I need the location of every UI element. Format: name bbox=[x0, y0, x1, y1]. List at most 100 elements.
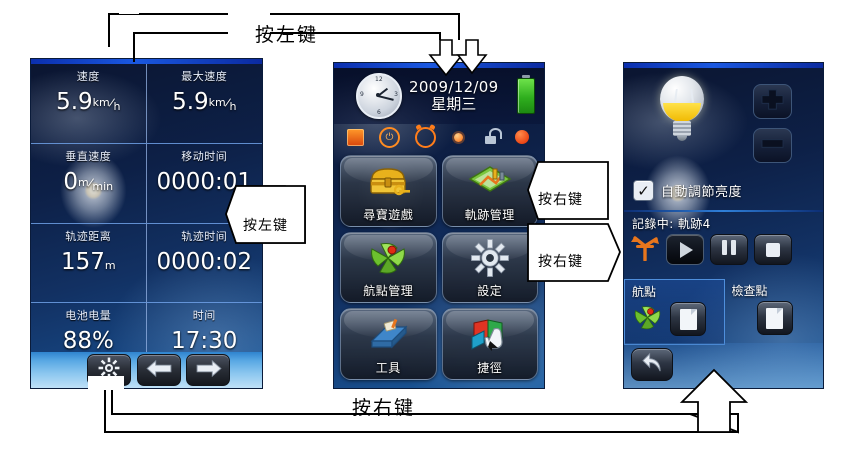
data-cell-time[interactable]: 时间 17:30 bbox=[146, 302, 262, 354]
menu-item-track-manager[interactable]: 軌跡管理 bbox=[441, 155, 538, 227]
unit-fraction: m/min bbox=[77, 176, 114, 194]
unit-fraction: km/h bbox=[92, 95, 121, 113]
menu-item-label: 航點管理 bbox=[363, 284, 414, 299]
checkpoint-panel[interactable]: 檢查點 bbox=[725, 279, 824, 345]
menu-item-tools[interactable]: 工具 bbox=[340, 308, 437, 380]
unit-fraction: km/h bbox=[208, 95, 237, 113]
weekday-text: 星期三 bbox=[431, 95, 477, 113]
cell-value: 5.9 km/h bbox=[56, 89, 121, 115]
menu-item-shortcut[interactable]: 捷徑 bbox=[441, 308, 538, 380]
brightness-decrease-button[interactable] bbox=[753, 128, 792, 163]
alarm-clock-icon bbox=[414, 126, 436, 148]
settings-gear-button[interactable] bbox=[87, 354, 131, 386]
data-cell-track-time[interactable]: 轨迹时间 0000:02 bbox=[146, 222, 262, 302]
data-cell-speed[interactable]: 速度 5.9 km/h bbox=[31, 64, 147, 144]
menu-item-label: 尋寶遊戲 bbox=[363, 207, 414, 222]
cell-value: 0000:02 bbox=[156, 248, 253, 275]
auto-brightness-row[interactable]: ✓ 自動調節亮度 bbox=[633, 180, 742, 201]
gear-icon bbox=[443, 238, 538, 278]
left-device-screen: 速度 5.9 km/h 最大速度 5.9 km/h 垂直速度 bbox=[30, 58, 263, 389]
toolbox-book-icon bbox=[341, 314, 436, 354]
cell-label: 轨迹距离 bbox=[65, 229, 112, 243]
shortcut-hand-icon bbox=[443, 314, 538, 354]
menu-item-treasure-game[interactable]: 尋寶遊戲 bbox=[340, 155, 437, 227]
recording-controls bbox=[630, 234, 823, 265]
waypoint-controls bbox=[631, 302, 706, 336]
arrow-left-icon bbox=[145, 359, 173, 382]
menu-item-waypoint-manager[interactable]: 航點管理 bbox=[340, 231, 437, 304]
document-icon bbox=[766, 307, 783, 329]
plus-icon bbox=[760, 88, 785, 115]
data-cell-battery[interactable]: 电池电量 88% bbox=[31, 302, 147, 354]
signal-icon bbox=[347, 128, 365, 146]
prev-page-button[interactable] bbox=[137, 354, 181, 386]
stop-icon bbox=[766, 242, 780, 257]
cell-label: 轨迹时间 bbox=[181, 229, 228, 243]
track-map-icon bbox=[443, 161, 538, 201]
trip-data-grid: 速度 5.9 km/h 最大速度 5.9 km/h 垂直速度 bbox=[31, 64, 262, 354]
cell-value: 0000:01 bbox=[156, 169, 253, 196]
cell-value: 88% bbox=[62, 328, 114, 354]
document-icon bbox=[679, 308, 697, 330]
recording-section: 記錄中: 軌跡4 bbox=[624, 213, 823, 275]
left-bottom-toolbar bbox=[31, 352, 262, 388]
main-menu-grid: 尋寶遊戲 軌跡管理 bbox=[334, 151, 544, 384]
checkpoint-label: 檢查點 bbox=[731, 284, 768, 298]
next-page-button[interactable] bbox=[186, 354, 230, 386]
date-block: 2009/12/09 星期三 bbox=[409, 77, 499, 114]
cell-label: 速度 bbox=[76, 70, 100, 83]
annotation-label-bottom: 按右键 bbox=[352, 397, 416, 419]
menu-item-label: 工具 bbox=[375, 360, 401, 375]
recording-status-text: 記錄中: 軌跡4 bbox=[632, 217, 711, 231]
record-dot-icon bbox=[514, 129, 531, 146]
screen-top-bar bbox=[624, 63, 823, 68]
gps-power-icon: ⏻ bbox=[378, 126, 400, 148]
menu-item-settings[interactable]: 設定 bbox=[441, 231, 538, 304]
date-text: 2009/12/09 bbox=[409, 77, 499, 96]
waypoint-panel[interactable]: 航點 bbox=[624, 279, 725, 345]
waypoint-label: 航點 bbox=[632, 285, 657, 299]
checkpoint-document-button[interactable] bbox=[756, 301, 793, 335]
checkpoint-controls bbox=[751, 301, 793, 335]
arrow-right-icon bbox=[195, 359, 222, 382]
back-arrow-icon bbox=[641, 352, 664, 377]
waypoint-leaf-icon bbox=[631, 304, 664, 335]
data-cell-vertical-speed[interactable]: 垂直速度 0 m/min bbox=[31, 143, 147, 223]
cell-value: 0 m/min bbox=[63, 169, 114, 196]
cell-label: 最大速度 bbox=[181, 70, 228, 83]
stop-button[interactable] bbox=[754, 234, 792, 265]
menu-item-label: 軌跡管理 bbox=[464, 207, 515, 222]
right-bottom-toolbar bbox=[624, 343, 823, 388]
treasure-chest-icon bbox=[341, 161, 436, 201]
waypoint-document-button[interactable] bbox=[670, 302, 706, 336]
data-cell-moving-time[interactable]: 移动时间 0000:01 bbox=[146, 143, 262, 222]
right-device-screen: ✓ 自動調節亮度 記錄中: 軌跡4 bbox=[623, 62, 824, 389]
light-bulb-icon bbox=[656, 76, 708, 142]
play-icon bbox=[680, 241, 693, 258]
gear-icon bbox=[98, 357, 120, 383]
menu-item-label: 設定 bbox=[477, 284, 503, 299]
data-cell-max-speed[interactable]: 最大速度 5.9 km/h bbox=[147, 64, 263, 143]
brightness-sun-icon bbox=[450, 129, 467, 146]
cell-label: 时间 bbox=[192, 309, 216, 322]
back-button[interactable] bbox=[631, 348, 673, 381]
auto-brightness-label: 自動調節亮度 bbox=[661, 185, 743, 200]
battery-full-icon bbox=[517, 75, 535, 114]
minus-icon bbox=[760, 132, 785, 159]
brightness-increase-button[interactable] bbox=[753, 84, 792, 119]
pause-button[interactable] bbox=[710, 234, 748, 265]
play-button[interactable] bbox=[666, 234, 704, 265]
cell-label: 电池电量 bbox=[65, 309, 112, 322]
brightness-section: ✓ 自動調節亮度 bbox=[624, 68, 823, 209]
cell-value: 5.9 km/h bbox=[172, 89, 237, 115]
auto-brightness-checkbox[interactable]: ✓ bbox=[633, 180, 654, 201]
waypoint-checkpoint-section: 航點 bbox=[624, 279, 823, 345]
cell-value: 17:30 bbox=[171, 328, 238, 354]
waypoint-leaf-icon bbox=[341, 238, 436, 278]
track-fork-icon bbox=[630, 234, 660, 265]
